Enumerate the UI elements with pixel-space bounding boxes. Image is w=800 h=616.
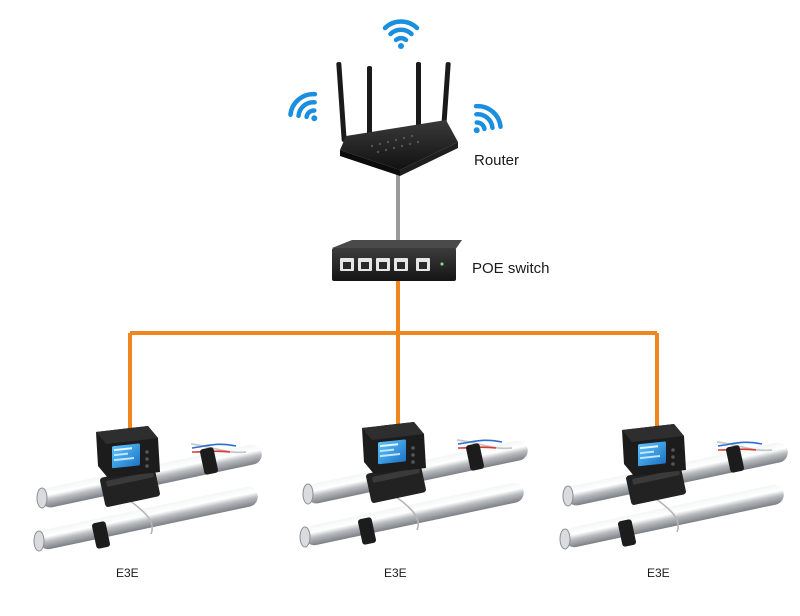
- wifi-icon: [385, 22, 417, 49]
- poe-cable-tree: [128, 281, 659, 432]
- poe-switch-label: POE switch: [472, 260, 550, 277]
- device-label: E3E: [116, 566, 139, 580]
- router-label: Router: [474, 152, 520, 169]
- ultrasonic-flow-meter-icon: [33, 425, 265, 552]
- device-label: E3E: [384, 566, 407, 580]
- device-1: [299, 421, 531, 548]
- device-2: [559, 423, 791, 550]
- ultrasonic-flow-meter-icon: [299, 421, 531, 548]
- poe-switch-icon: [332, 240, 462, 281]
- device-0: [33, 425, 265, 552]
- wifi-icon: [463, 101, 505, 143]
- router-icon: [336, 62, 458, 176]
- ultrasonic-flow-meter-icon: [559, 423, 791, 550]
- device-label: E3E: [647, 566, 670, 580]
- wifi-icon: [286, 89, 328, 131]
